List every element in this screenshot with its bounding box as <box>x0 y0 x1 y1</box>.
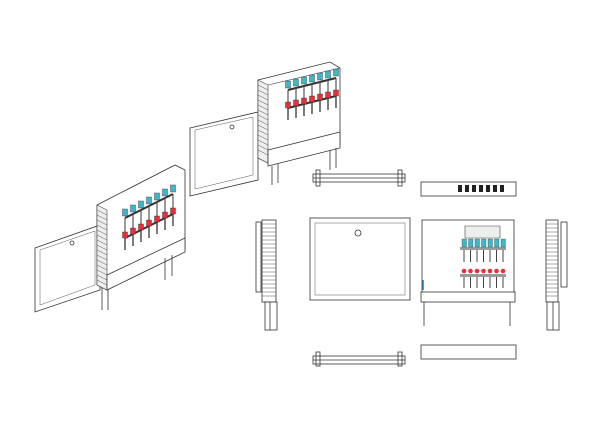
valve-supply <box>170 207 176 215</box>
flow-meter-return <box>487 238 493 248</box>
valve-top <box>479 185 483 192</box>
insulation-rib <box>96 249 108 256</box>
insulation-rib <box>96 264 108 271</box>
valve-supply <box>494 268 499 274</box>
insulation-rib <box>96 214 108 221</box>
flow-meter-return <box>309 74 315 83</box>
insulation-rib <box>257 84 269 91</box>
flow-meter-return <box>494 238 500 248</box>
flow-meter-return <box>146 196 152 205</box>
insulation-rib <box>96 279 108 286</box>
valve-supply <box>461 268 467 274</box>
valve-supply <box>500 268 506 274</box>
valve-top <box>458 185 462 192</box>
door-panel-2 <box>34 224 101 313</box>
flow-meter-return <box>154 192 160 201</box>
bottom-view-2 <box>420 344 517 360</box>
valve-supply <box>138 223 144 231</box>
insulation-rib <box>96 229 108 236</box>
isometric-view-open-cabinet-left <box>34 164 186 313</box>
flow-meter-return <box>138 200 144 209</box>
valve-top <box>465 185 469 192</box>
flow-meter-return <box>301 76 307 85</box>
insulation-rib <box>257 94 269 101</box>
valve-supply <box>285 101 291 109</box>
flow-meter-return <box>325 70 331 79</box>
insulation-rib <box>96 269 108 276</box>
supply-bar <box>460 274 506 277</box>
flow-meter-return <box>293 78 299 87</box>
insulation-rib <box>96 234 108 241</box>
valve-top <box>486 185 490 192</box>
valve-supply <box>154 215 160 223</box>
front-view-closed <box>309 217 411 301</box>
insulation-rib <box>257 89 269 96</box>
insulation-rib <box>257 129 269 136</box>
valve-top <box>493 185 497 192</box>
flow-meter-return <box>468 238 474 248</box>
flow-meter-return <box>285 80 291 89</box>
flow-meter-return <box>170 184 176 193</box>
insulation-rib <box>257 109 269 116</box>
valve-top <box>472 185 476 192</box>
insulation-rib <box>257 99 269 106</box>
valve-supply <box>122 231 128 239</box>
front-view-open <box>420 219 516 326</box>
door-panel <box>189 111 259 197</box>
flow-meter-return <box>461 238 467 248</box>
insulation-rib <box>257 119 269 126</box>
valve-supply <box>301 97 307 105</box>
side-view-left <box>255 219 278 331</box>
flow-meter-return <box>481 238 487 248</box>
flow-meter-return <box>317 72 323 81</box>
valve-supply <box>146 219 152 227</box>
insulation-rib <box>96 259 108 266</box>
insulation-rib <box>257 144 269 151</box>
isometric-view-open-cabinet-top <box>189 61 341 197</box>
return-bar <box>460 247 506 250</box>
flow-meter-return <box>162 188 168 197</box>
insulation-rib <box>257 139 269 146</box>
insulation-rib <box>257 149 269 156</box>
flow-meter-return <box>130 204 136 213</box>
flow-meter-return <box>474 238 480 248</box>
top-view <box>312 169 406 187</box>
valve-supply <box>162 211 168 219</box>
insulation-rib <box>257 134 269 141</box>
insulation-rib <box>96 219 108 226</box>
valve-supply <box>317 93 323 101</box>
valve-top <box>500 185 504 192</box>
insulation-rib <box>96 239 108 246</box>
valve-supply <box>325 91 331 99</box>
flow-meter-return <box>122 208 128 217</box>
valve-supply <box>293 99 299 107</box>
valve-supply <box>481 268 486 274</box>
flow-meter-return <box>333 68 339 77</box>
valve-supply <box>468 268 473 274</box>
valve-supply <box>474 268 480 274</box>
valve-supply <box>487 268 493 274</box>
insulation-rib <box>257 124 269 131</box>
insulation-rib <box>257 104 269 111</box>
valve-supply <box>130 227 136 235</box>
manifold-top <box>285 68 339 120</box>
flow-meter-return <box>500 238 506 248</box>
insulation-rib <box>96 209 108 216</box>
insulation-rib <box>257 114 269 121</box>
valve-supply <box>333 89 339 97</box>
side-view-right <box>545 219 568 331</box>
door-lock-icon <box>229 124 235 130</box>
insulation-rib <box>96 254 108 261</box>
insulation-rib <box>96 244 108 251</box>
bottom-view <box>312 351 406 367</box>
door-lock-icon-front <box>354 229 362 237</box>
insulation-rib <box>96 274 108 281</box>
valve-supply <box>309 95 315 103</box>
insulation-rib <box>96 224 108 231</box>
top-view-manifold <box>420 181 517 197</box>
